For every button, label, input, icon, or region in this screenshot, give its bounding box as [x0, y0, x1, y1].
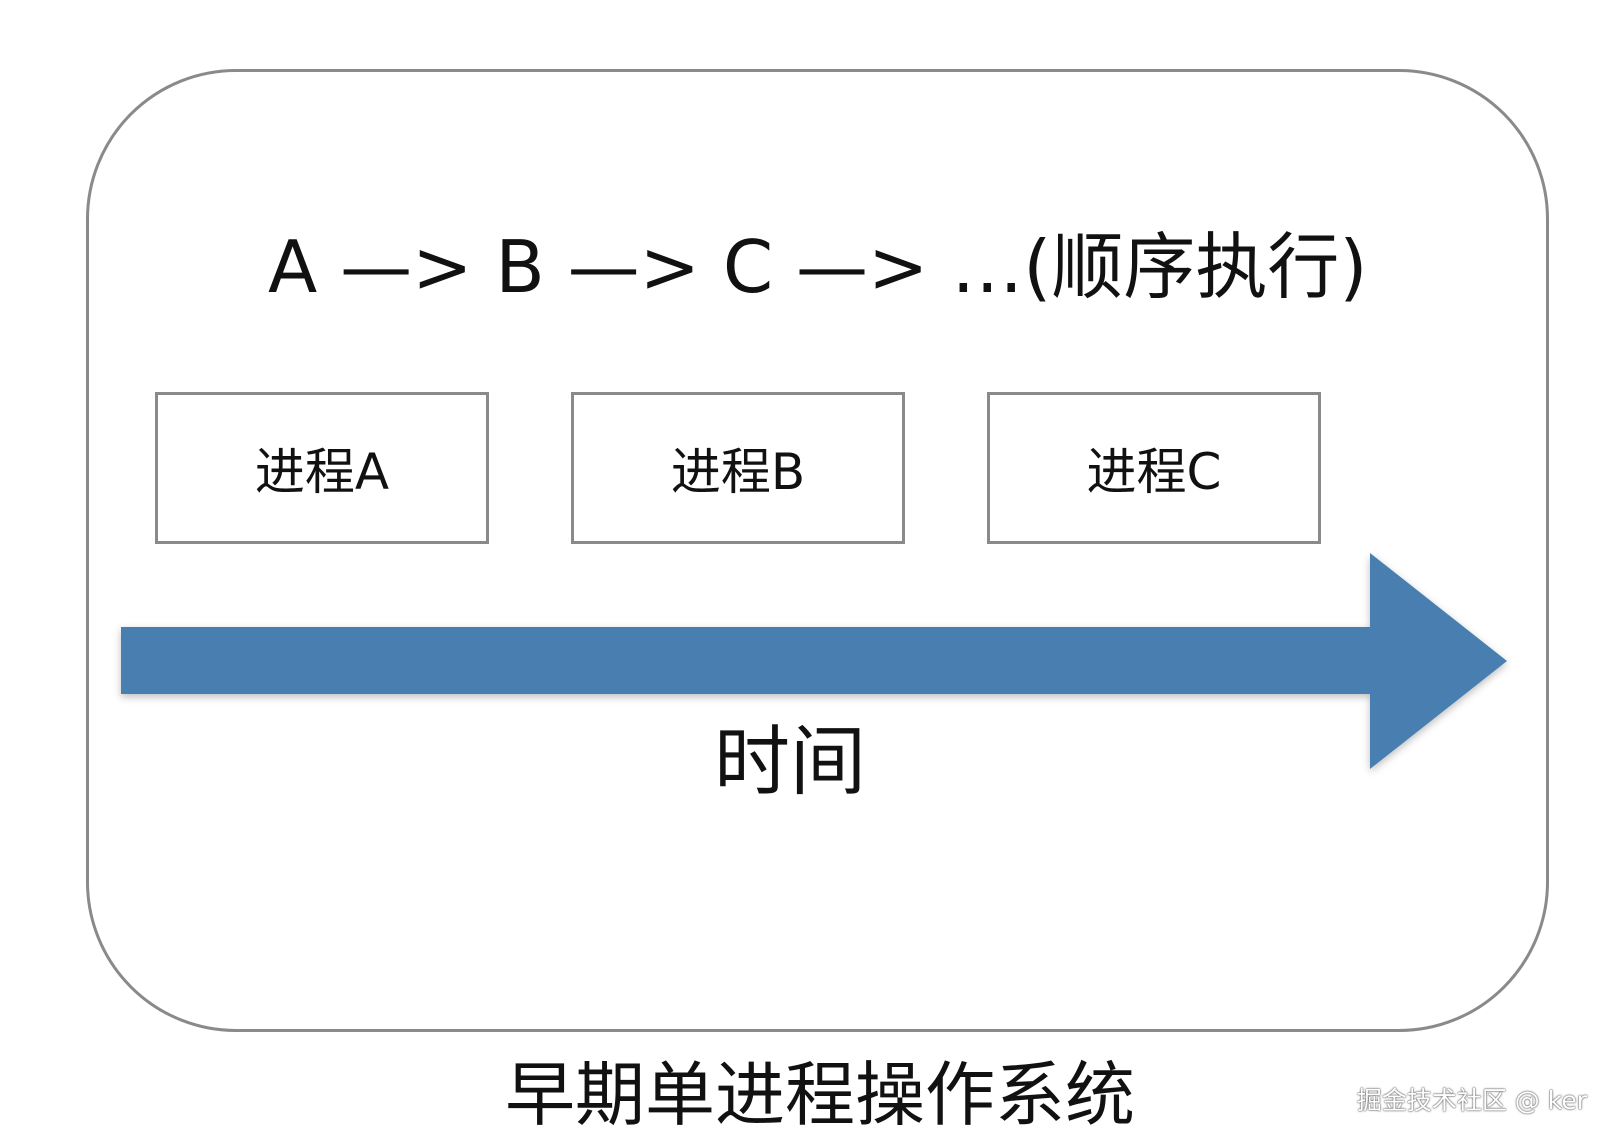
time-label: 时间	[714, 717, 866, 806]
watermark: 掘金技术社区 @ ker	[1356, 1086, 1587, 1115]
process-box-a: 进程A	[155, 392, 489, 544]
diagram-caption: 早期单进程操作系统	[505, 1054, 1135, 1136]
rounded-frame	[86, 69, 1549, 1032]
process-box-c: 进程C	[987, 392, 1321, 544]
process-box-b: 进程B	[571, 392, 905, 544]
process-label-b: 进程B	[670, 443, 806, 501]
process-label-c: 进程C	[1086, 443, 1222, 501]
process-label-a: 进程A	[254, 443, 390, 501]
sequence-text: A —> B —> C —> …(顺序执行)	[268, 225, 1368, 309]
